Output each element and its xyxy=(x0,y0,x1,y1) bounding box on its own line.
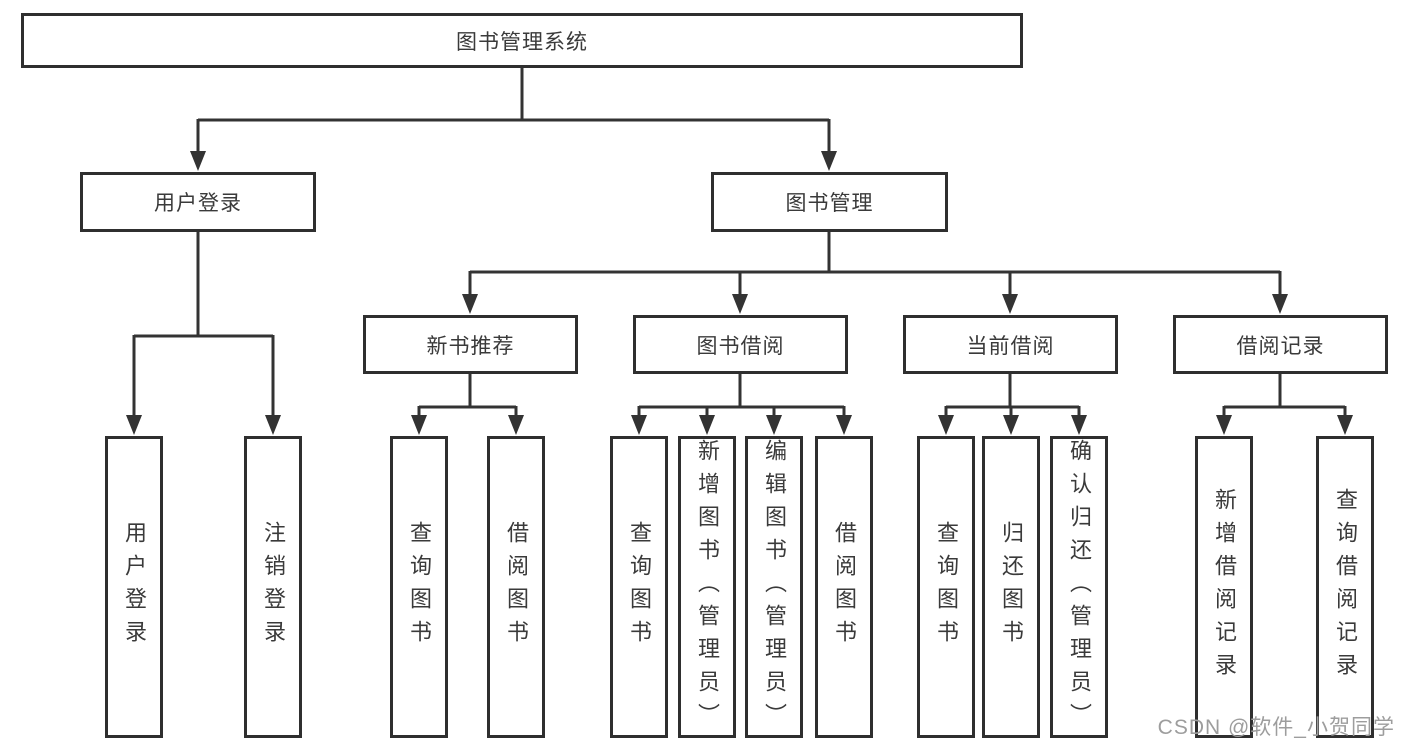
arrow-down-icon xyxy=(699,415,715,435)
leaf-label: 新增图书（管理员） xyxy=(695,438,720,736)
leaf-query-books-current: 查询图书 xyxy=(917,436,975,738)
leaf-add-borrow-record: 新增借阅记录 xyxy=(1195,436,1253,738)
node-label: 用户登录 xyxy=(154,192,242,215)
leaf-label: 借阅图书 xyxy=(832,521,857,653)
leaf-query-borrow-record: 查询借阅记录 xyxy=(1316,436,1374,738)
node-new-book-recommend: 新书推荐 xyxy=(363,315,578,374)
leaf-add-books-admin: 新增图书（管理员） xyxy=(678,436,736,738)
arrow-down-icon xyxy=(631,415,647,435)
leaf-label: 注销登录 xyxy=(261,521,286,653)
leaf-label: 新增借阅记录 xyxy=(1212,488,1237,686)
arrow-down-icon xyxy=(1002,294,1018,314)
leaf-label: 借阅图书 xyxy=(504,521,529,653)
arrow-down-icon xyxy=(126,415,142,435)
leaf-confirm-return-admin: 确认归还（管理员） xyxy=(1050,436,1108,738)
leaf-label: 查询图书 xyxy=(934,521,959,653)
arrow-down-icon xyxy=(1337,415,1353,435)
leaf-borrow-books-recommend: 借阅图书 xyxy=(487,436,545,738)
node-label: 当前借阅 xyxy=(966,334,1055,358)
arrow-down-icon xyxy=(411,415,427,435)
node-library-system: 图书管理系统 xyxy=(21,13,1023,68)
leaf-user-login: 用户登录 xyxy=(105,436,163,738)
leaf-edit-books-admin: 编辑图书（管理员） xyxy=(745,436,803,738)
arrow-down-icon xyxy=(1216,415,1232,435)
node-current-borrowing: 当前借阅 xyxy=(903,315,1118,374)
arrow-down-icon xyxy=(265,415,281,435)
node-label: 新书推荐 xyxy=(426,334,515,358)
arrow-down-icon xyxy=(462,294,478,314)
arrow-down-icon xyxy=(1003,415,1019,435)
leaf-label: 查询借阅记录 xyxy=(1333,488,1358,686)
arrow-down-icon xyxy=(508,415,524,435)
leaf-label: 编辑图书（管理员） xyxy=(762,438,787,736)
arrow-down-icon xyxy=(836,415,852,435)
leaf-label: 确认归还（管理员） xyxy=(1067,438,1092,736)
arrow-down-icon xyxy=(821,151,837,171)
arrow-down-icon xyxy=(1071,415,1087,435)
node-book-management: 图书管理 xyxy=(711,172,948,232)
leaf-label: 用户登录 xyxy=(122,521,147,653)
leaf-label: 查询图书 xyxy=(627,521,652,653)
arrow-down-icon xyxy=(732,294,748,314)
leaf-label: 查询图书 xyxy=(407,521,432,653)
node-label: 图书管理 xyxy=(785,192,874,215)
node-label: 图书借阅 xyxy=(696,334,785,358)
arrow-down-icon xyxy=(766,415,782,435)
csdn-watermark: CSDN @软件_小贺同学 xyxy=(1157,716,1395,739)
leaf-query-books-recommend: 查询图书 xyxy=(390,436,448,738)
node-label: 图书管理系统 xyxy=(456,30,588,54)
leaf-label: 归还图书 xyxy=(999,521,1024,653)
leaf-borrow-books: 借阅图书 xyxy=(815,436,873,738)
leaf-query-books-borrowing: 查询图书 xyxy=(610,436,668,738)
leaf-logout: 注销登录 xyxy=(244,436,302,738)
leaf-return-books: 归还图书 xyxy=(982,436,1040,738)
arrow-down-icon xyxy=(1272,294,1288,314)
node-label: 借阅记录 xyxy=(1236,334,1325,358)
node-book-borrowing: 图书借阅 xyxy=(633,315,848,374)
arrow-down-icon xyxy=(190,151,206,171)
arrow-down-icon xyxy=(938,415,954,435)
node-borrowing-records: 借阅记录 xyxy=(1173,315,1388,374)
node-user-login: 用户登录 xyxy=(80,172,316,232)
